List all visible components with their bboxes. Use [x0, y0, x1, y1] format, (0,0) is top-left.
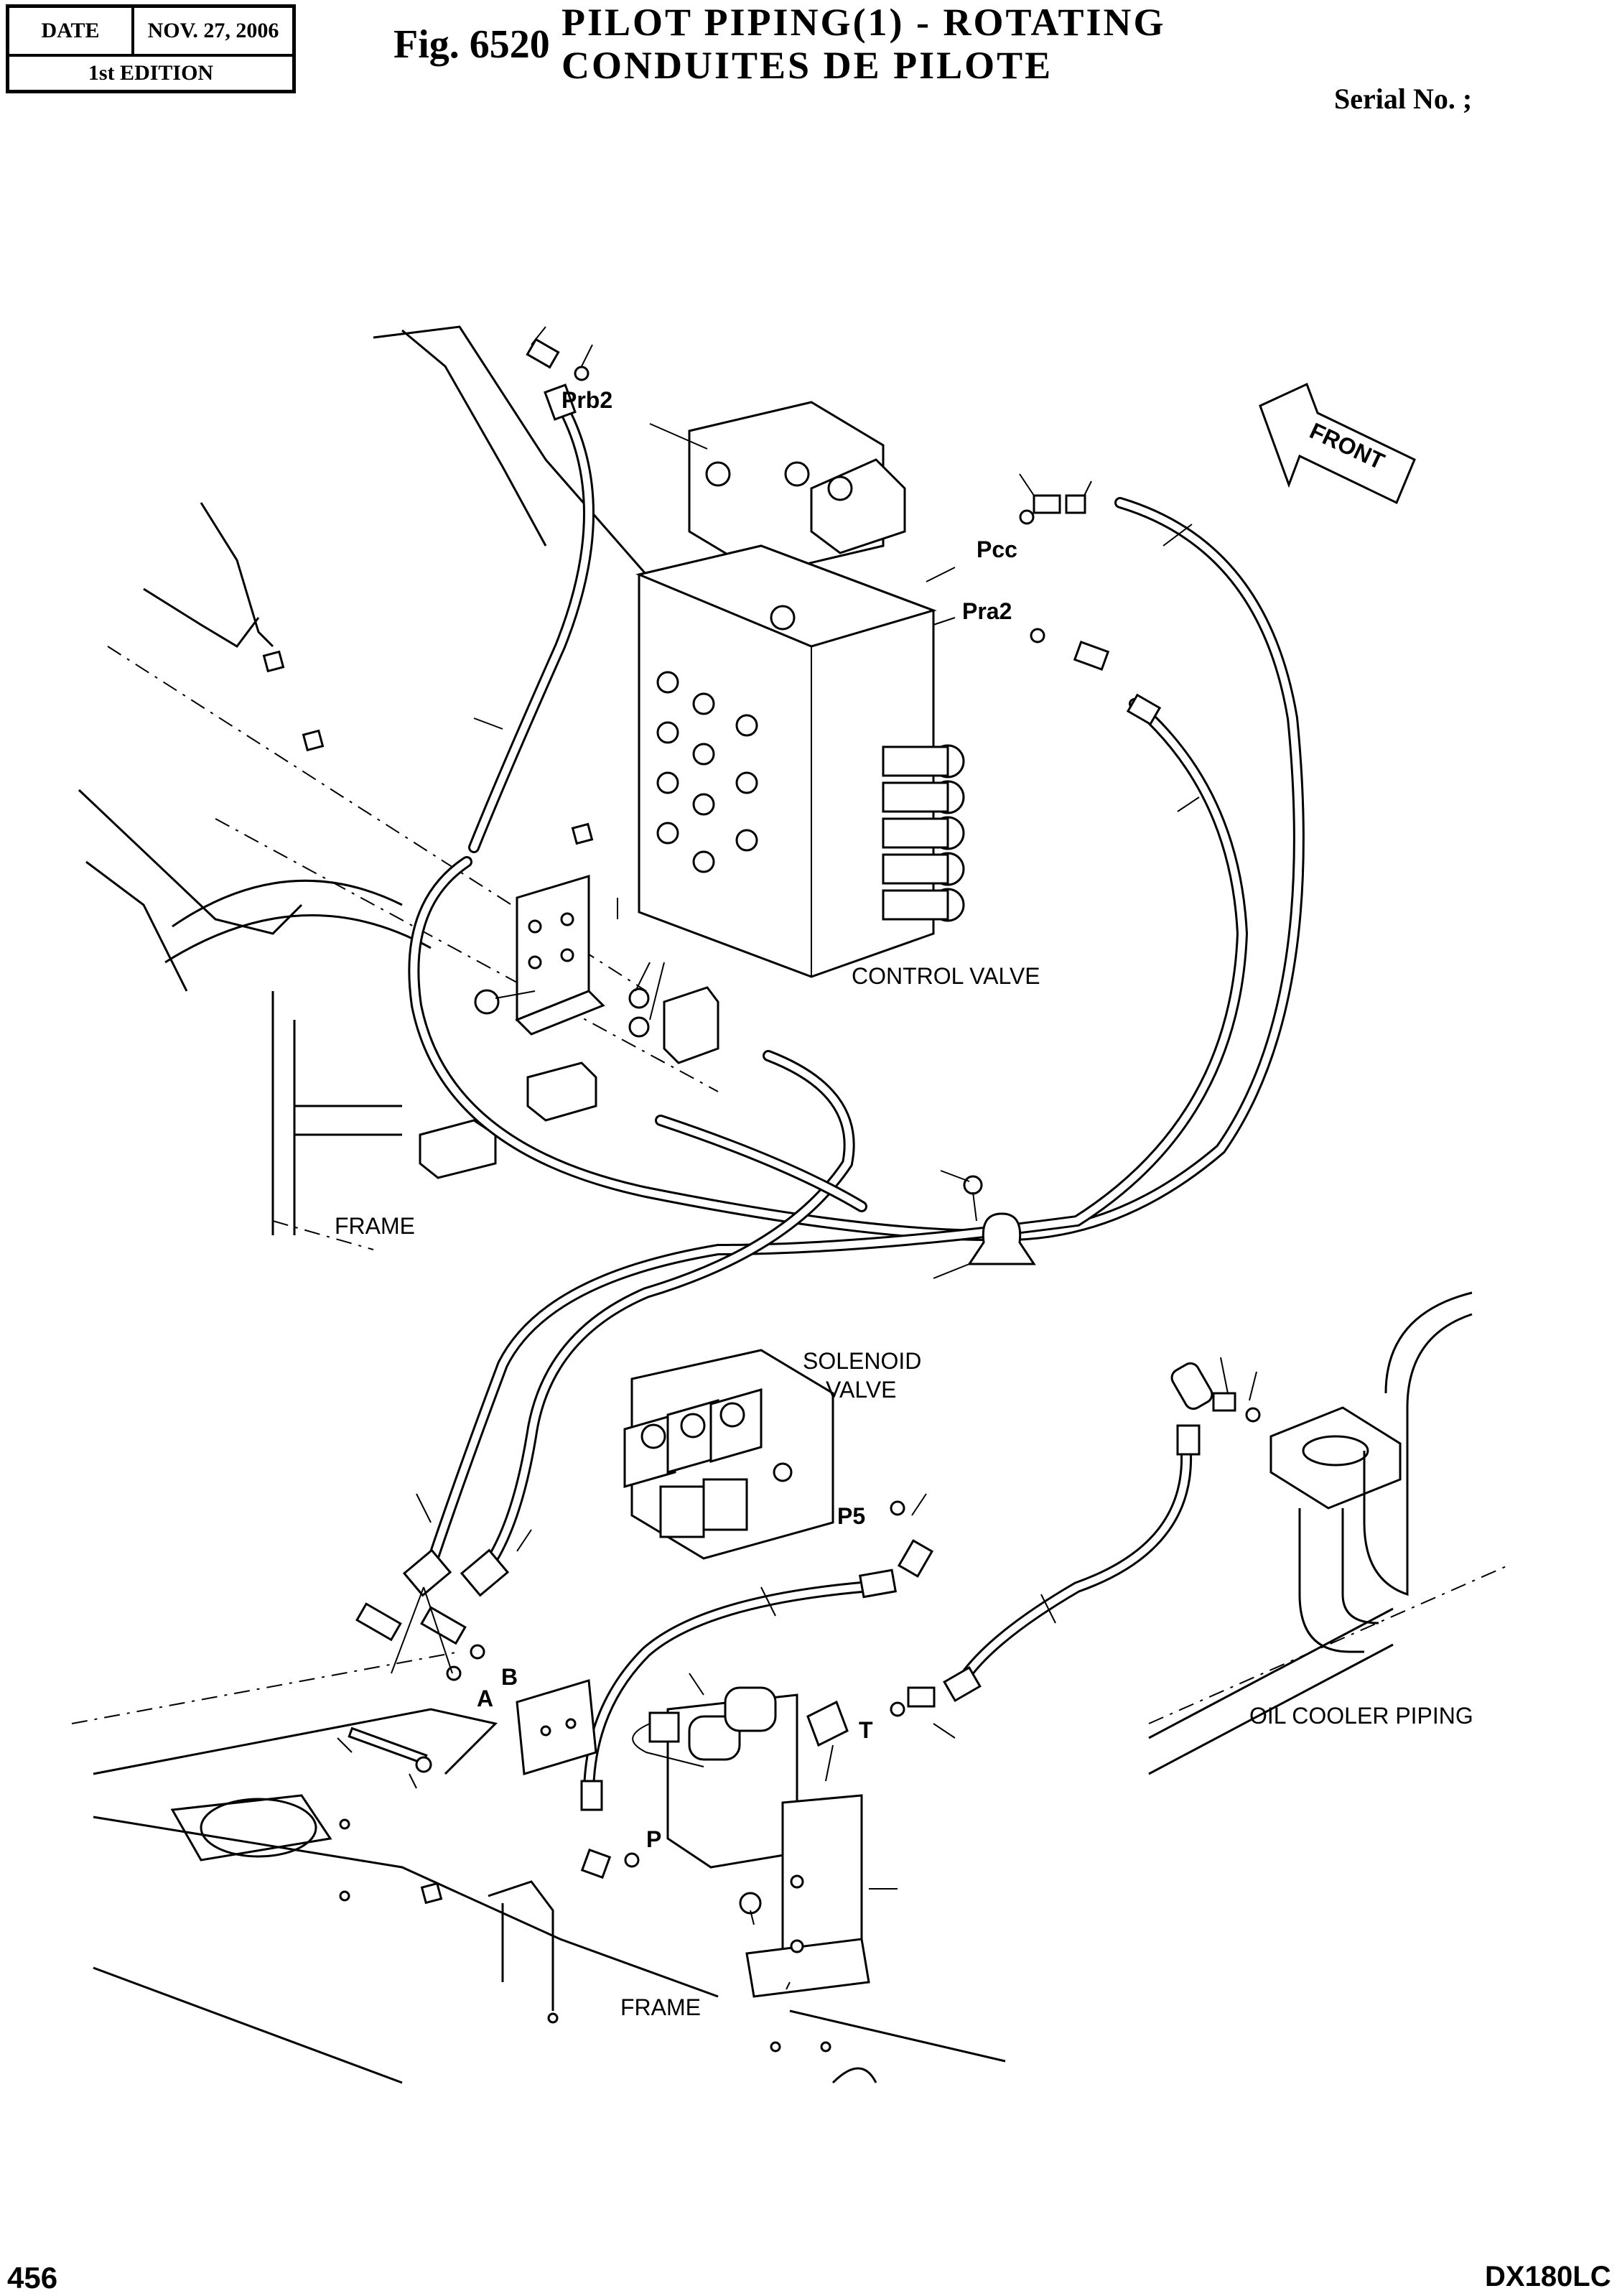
lower-frame-outline [71, 1651, 1006, 2084]
hose-clamp [933, 1175, 1036, 1279]
date-row: DATE NOV. 27, 2006 [9, 8, 292, 57]
port-a-label: A [477, 1686, 493, 1711]
edition-box: DATE NOV. 27, 2006 1st EDITION [6, 4, 296, 93]
solenoid-valve-label-line1: SOLENOID [803, 1348, 921, 1374]
pilot-cut-valve [632, 1686, 898, 1998]
figure-title-french: CONDUITES DE PILOTE [561, 44, 1053, 87]
valve-spools [882, 744, 965, 922]
port-p-label: P [646, 1826, 661, 1852]
serial-number-label: Serial No. ; [1334, 83, 1473, 115]
date-label: DATE [9, 8, 134, 54]
edition-label: 1st EDITION [88, 61, 214, 85]
pra2-label: Pra2 [962, 598, 1012, 624]
model-number: DX180LC [1485, 2261, 1611, 2292]
upper-frame-outline [78, 325, 719, 1250]
leader-lines [337, 326, 1257, 1990]
solenoid-valve-label-line2: VALVE [826, 1377, 896, 1403]
valve-ports [656, 461, 853, 873]
port-t-label: T [859, 1717, 873, 1743]
control-valve [635, 401, 965, 978]
figure-number: Fig. 6520 [393, 22, 550, 67]
solenoid-valve [623, 1349, 834, 1560]
mounting-bracket [474, 874, 719, 1064]
front-arrow: FRONT [1259, 382, 1416, 505]
port-b-label: B [501, 1664, 518, 1690]
oil-cooler-piping [1148, 1291, 1509, 1775]
page-number: 456 [7, 2261, 58, 2295]
date-value: NOV. 27, 2006 [147, 19, 279, 42]
prb2-label: Prb2 [561, 387, 612, 413]
p5-label: P5 [837, 1503, 865, 1529]
frame-upper-label: FRAME [335, 1213, 415, 1239]
oil-cooler-piping-label: OIL COOLER PIPING [1249, 1703, 1473, 1729]
frame-lower-label: FRAME [620, 1994, 701, 2020]
upper-fittings [526, 338, 1162, 726]
figure-title-english: PILOT PIPING(1) - ROTATING [561, 1, 1166, 44]
pcc-label: Pcc [977, 536, 1017, 562]
lower-fittings [348, 1362, 1261, 1879]
pilot-hoses [408, 396, 1305, 1801]
control-valve-label: CONTROL VALVE [852, 963, 1040, 989]
